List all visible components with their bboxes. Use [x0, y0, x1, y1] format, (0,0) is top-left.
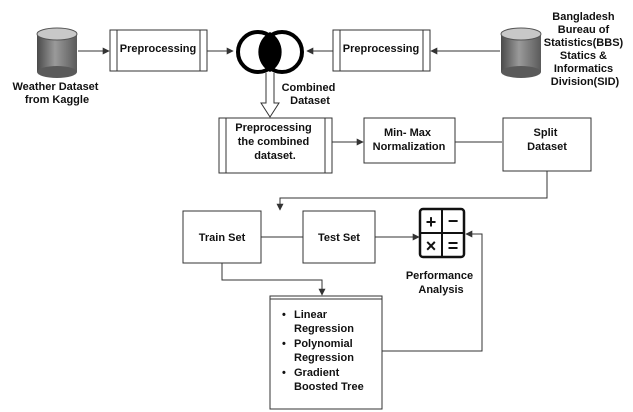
database-icon-bbs	[500, 27, 542, 78]
split-dataset-label: Split Dataset	[527, 127, 567, 153]
model-bullet-1: •	[282, 309, 286, 321]
model-bullet-2: •	[282, 338, 286, 350]
calculator-minus: −	[448, 211, 459, 231]
combined-dataset-label: Combined Dataset	[282, 82, 339, 107]
minmax-normalization-box	[363, 117, 456, 164]
preprocessing-left-box	[109, 29, 208, 72]
test-set-box	[302, 210, 376, 264]
model-bullet-3: •	[282, 367, 286, 379]
calculator-plus: +	[426, 212, 437, 232]
model-linear-regression: Linear Regression	[294, 309, 354, 335]
train-set-box	[182, 210, 262, 264]
preprocessing-left-label: Preprocessing	[120, 43, 196, 55]
preprocessing-combined-label: Preprocessing the combined dataset.	[235, 122, 314, 162]
preprocessing-combined-box	[218, 117, 333, 174]
model-gradient-boosted-tree: Gradient Boosted Tree	[294, 367, 364, 393]
connector-arrows	[78, 47, 548, 352]
performance-analysis-label: Performance Analysis	[406, 270, 476, 296]
model-polynomial-regression: Polynomial Regression	[294, 338, 356, 364]
combine-venn-icon	[236, 30, 304, 74]
split-dataset-box	[502, 117, 592, 172]
models-box	[269, 295, 383, 410]
preprocessing-right-label: Preprocessing	[343, 43, 419, 55]
train-set-label: Train Set	[199, 232, 246, 244]
bbs-dataset-label: Bangladesh Bureau of Statistics(BBS) Sta…	[544, 11, 627, 88]
calculator-equals: =	[448, 236, 459, 256]
database-icon-weather	[36, 27, 78, 78]
test-set-label: Test Set	[318, 232, 360, 244]
weather-dataset-label: Weather Dataset from Kaggle	[12, 81, 101, 106]
calculator-icon	[418, 207, 466, 259]
minmax-normalization-label: Min- Max Normalization	[373, 127, 446, 153]
calculator-times: ×	[426, 236, 437, 256]
preprocessing-right-box	[332, 29, 431, 72]
